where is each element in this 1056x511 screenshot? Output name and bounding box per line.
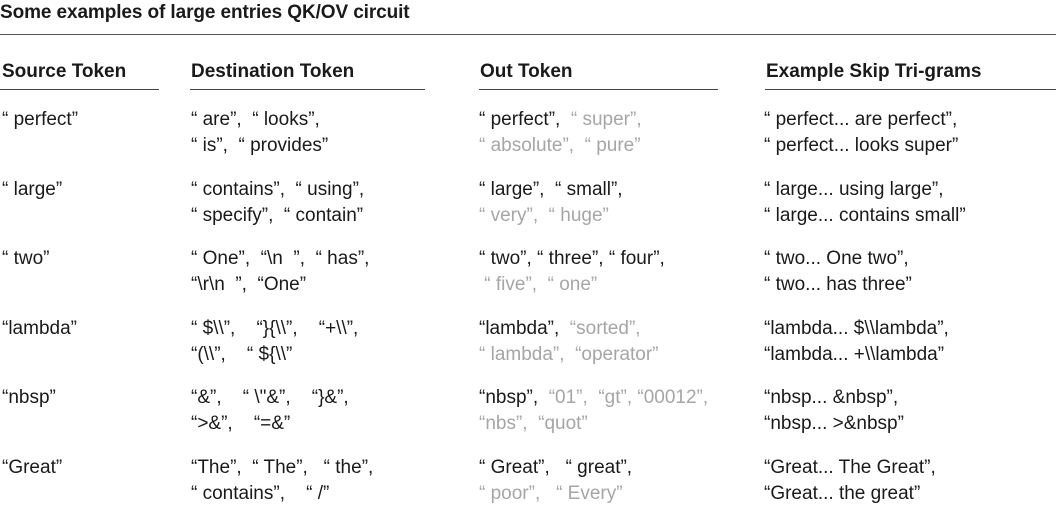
skip-trigram-line: “lambda... +\\lambda” [764, 344, 945, 365]
out-token-line: “nbs”, “quot” [479, 411, 708, 437]
skip-trigram-cell: “nbsp... &nbsp”, “nbsp... >&nbsp” [764, 385, 904, 437]
title-divider [0, 34, 1056, 35]
destination-token-line: “ $\\”, “}{\\”, “+\\”, [191, 318, 359, 339]
out-token-cell: “ large”, “ small”, “ very”, “ huge” [479, 177, 623, 229]
out-token-strong: “ perfect”, [479, 109, 561, 130]
out-token-strong: “ large”, “ small”, [479, 179, 623, 200]
out-token-faded: “01”, “gt”, “00012”, [538, 387, 709, 408]
out-token-line: “ Great”, “ great”, [479, 455, 632, 481]
destination-token-line: “(\\”, “ ${\\” [191, 344, 293, 365]
out-token-cell: “ Great”, “ great”, “ poor”, “ Every” [479, 455, 632, 507]
header-divider-out [479, 89, 718, 90]
destination-token-line: “ is”, “ provides” [191, 135, 329, 156]
source-token-cell: “ perfect” [2, 109, 79, 130]
out-token-line: “ two”, “ three”, “ four”, [479, 246, 665, 272]
out-token-cell: “ two”, “ three”, “ four”, “ five”, “ on… [479, 246, 665, 298]
out-token-cell: “nbsp”, “01”, “gt”, “00012”,“nbs”, “quot… [479, 385, 708, 437]
source-token-cell: “Great” [2, 457, 63, 478]
skip-trigram-line: “ perfect... looks super” [764, 135, 959, 156]
out-token-line: “ poor”, “ Every” [479, 481, 632, 507]
destination-token-line: “ specify”, “ contain” [191, 205, 364, 226]
skip-trigram-cell: “lambda... $\\lambda”, “lambda... +\\lamb… [764, 316, 949, 368]
destination-token-line: “ are”, “ looks”, [191, 109, 320, 130]
skip-trigram-line: “ two... has three” [764, 274, 912, 295]
skip-trigram-cell: “ large... using large”, “ large... conta… [764, 177, 966, 229]
out-token-strong: “nbsp”, [479, 387, 539, 408]
out-token-faded: “ absolute”, “ pure” [479, 135, 641, 156]
header-divider-source [0, 89, 159, 90]
skip-trigram-line: “Great... the great” [764, 483, 921, 504]
out-token-line: “ absolute”, “ pure” [479, 133, 642, 159]
header-divider-destination [190, 89, 425, 90]
table-title: Some examples of large entries QK/OV cir… [0, 2, 410, 23]
out-token-faded: “ super”, [560, 109, 642, 130]
skip-trigram-line: “ two... One two”, [764, 248, 909, 269]
source-token-cell: “ large” [2, 179, 63, 200]
out-token-strong: “ Great”, “ great”, [479, 457, 633, 478]
skip-trigram-cell: “Great... The Great”, “Great... the great… [764, 455, 936, 507]
source-token-cell: “nbsp” [2, 387, 56, 408]
header-source-token: Source Token [2, 61, 127, 82]
out-token-line: “ perfect”, “ super”, [479, 107, 642, 133]
destination-token-line: “ One”, “\n ”, “ has”, [191, 248, 370, 269]
destination-token-cell: “&”, “ \"&”, “}&”, “>&”, “=&” [191, 385, 349, 437]
header-destination-token: Destination Token [191, 61, 355, 82]
destination-token-cell: “ One”, “\n ”, “ has”, “\r\n ”, “One” [191, 246, 369, 298]
out-token-faded: “ lambda”, “operator” [479, 344, 659, 365]
out-token-cell: “ perfect”, “ super”,“ absolute”, “ pure… [479, 107, 642, 159]
out-token-line: “ lambda”, “operator” [479, 342, 659, 368]
skip-trigram-line: “ large... contains small” [764, 205, 966, 226]
destination-token-line: “The”, “ The”, “ the”, [191, 457, 374, 478]
skip-trigram-line: “nbsp... &nbsp”, [764, 387, 899, 408]
skip-trigram-line: “lambda... $\\lambda”, [764, 318, 949, 339]
header-example-skip-trigrams: Example Skip Tri-grams [766, 61, 982, 82]
out-token-faded: “ very”, “ huge” [479, 205, 609, 226]
destination-token-line: “&”, “ \"&”, “}&”, [191, 387, 349, 408]
destination-token-cell: “The”, “ The”, “ the”, “ contains”, “ /” [191, 455, 373, 507]
destination-token-cell: “ $\\”, “}{\\”, “+\\”, “(\\”, “ ${\\” [191, 316, 358, 368]
destination-token-line: “ contains”, “ /” [191, 483, 330, 504]
header-divider-trigrams [765, 89, 1056, 90]
skip-trigram-line: “nbsp... >&nbsp” [764, 413, 904, 434]
out-token-strong: “lambda”, [479, 318, 560, 339]
out-token-line: “ very”, “ huge” [479, 203, 623, 229]
destination-token-line: “\r\n ”, “One” [191, 274, 307, 295]
destination-token-cell: “ are”, “ looks”, “ is”, “ provides” [191, 107, 328, 159]
destination-token-line: “>&”, “=&” [191, 413, 291, 434]
skip-trigram-line: “ large... using large”, [764, 179, 944, 200]
destination-token-line: “ contains”, “ using”, [191, 179, 365, 200]
skip-trigram-cell: “ two... One two”, “ two... has three” [764, 246, 912, 298]
out-token-faded: “ poor”, “ Every” [479, 483, 623, 504]
skip-trigram-cell: “ perfect... are perfect”, “ perfect... l… [764, 107, 958, 159]
out-token-faded: “ five”, “ one” [479, 274, 598, 295]
out-token-line: “ large”, “ small”, [479, 177, 623, 203]
out-token-cell: “lambda”, “sorted”,“ lambda”, “operator” [479, 316, 659, 368]
skip-trigram-line: “Great... The Great”, [764, 457, 936, 478]
skip-trigram-line: “ perfect... are perfect”, [764, 109, 958, 130]
out-token-line: “nbsp”, “01”, “gt”, “00012”, [479, 385, 708, 411]
destination-token-cell: “ contains”, “ using”, “ specify”, “ cont… [191, 177, 364, 229]
out-token-line: “ five”, “ one” [479, 272, 665, 298]
source-token-cell: “ two” [2, 248, 50, 269]
source-token-cell: “lambda” [2, 318, 77, 339]
out-token-faded: “sorted”, [559, 318, 641, 339]
out-token-line: “lambda”, “sorted”, [479, 316, 659, 342]
out-token-faded: “nbs”, “quot” [479, 413, 588, 434]
out-token-strong: “ two”, “ three”, “ four”, [479, 248, 665, 269]
header-out-token: Out Token [480, 61, 573, 82]
